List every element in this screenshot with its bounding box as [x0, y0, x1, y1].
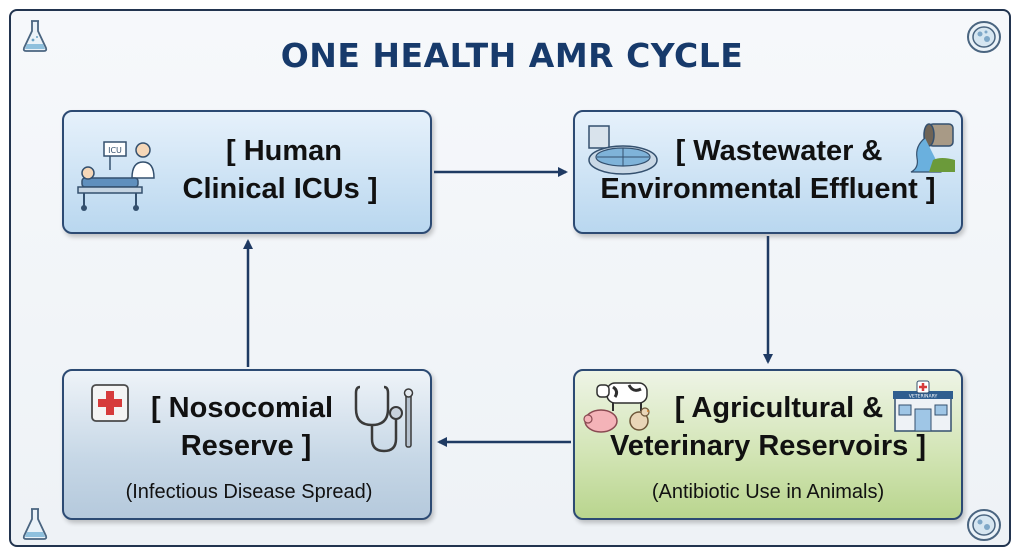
flask-icon — [22, 508, 48, 540]
icu-sign-text: ICU — [108, 146, 122, 155]
node-wastewater-label-line1: [ Wastewater & — [675, 135, 883, 167]
node-nosocomial-subtitle: (Infectious Disease Spread) — [125, 481, 373, 503]
node-agricultural-label-line2: Veterinary Reservoirs ] — [610, 430, 926, 462]
node-human-label-line2: Clinical ICUs ] — [182, 173, 378, 205]
first-aid-icon — [91, 384, 129, 422]
node-agricultural-subtitle: (Antibiotic Use in Animals) — [651, 481, 885, 503]
node-agricultural-veterinary: VETERINARY [ Agricultural & Veterinary R… — [573, 369, 963, 520]
node-human-label-line1: [ Human — [226, 135, 342, 167]
node-nosocomial-label-line2: Reserve ] — [180, 430, 312, 462]
petri-dish-icon — [967, 509, 1001, 541]
node-nosocomial-reserve: [ Nosocomial Reserve ] (Infectious Disea… — [62, 369, 432, 520]
petri-dish-icon — [967, 21, 1001, 53]
node-human-clinical-icus: ICU [ Human Clinical ICUs ] — [62, 110, 432, 234]
node-agricultural-label-line1: [ Agricultural & — [674, 392, 884, 424]
hospital-bed-icon: ICU — [77, 141, 155, 211]
veterinary-clinic-icon: VETERINARY — [893, 380, 953, 432]
flask-icon — [22, 20, 48, 52]
diagram-title: ONE HEALTH AMR CYCLE — [280, 36, 744, 75]
treatment-tank-icon — [588, 125, 658, 175]
stethoscope-icon — [354, 385, 414, 453]
farm-animals-icon — [583, 382, 650, 433]
vet-sign-text: VETERINARY — [909, 394, 938, 400]
effluent-pipe-icon — [910, 123, 955, 173]
node-nosocomial-label-line1: [ Nosocomial — [150, 392, 334, 424]
node-wastewater-effluent: [ Wastewater & Environmental Effluent ] — [573, 110, 963, 234]
node-wastewater-label-line2: Environmental Effluent ] — [600, 173, 936, 205]
